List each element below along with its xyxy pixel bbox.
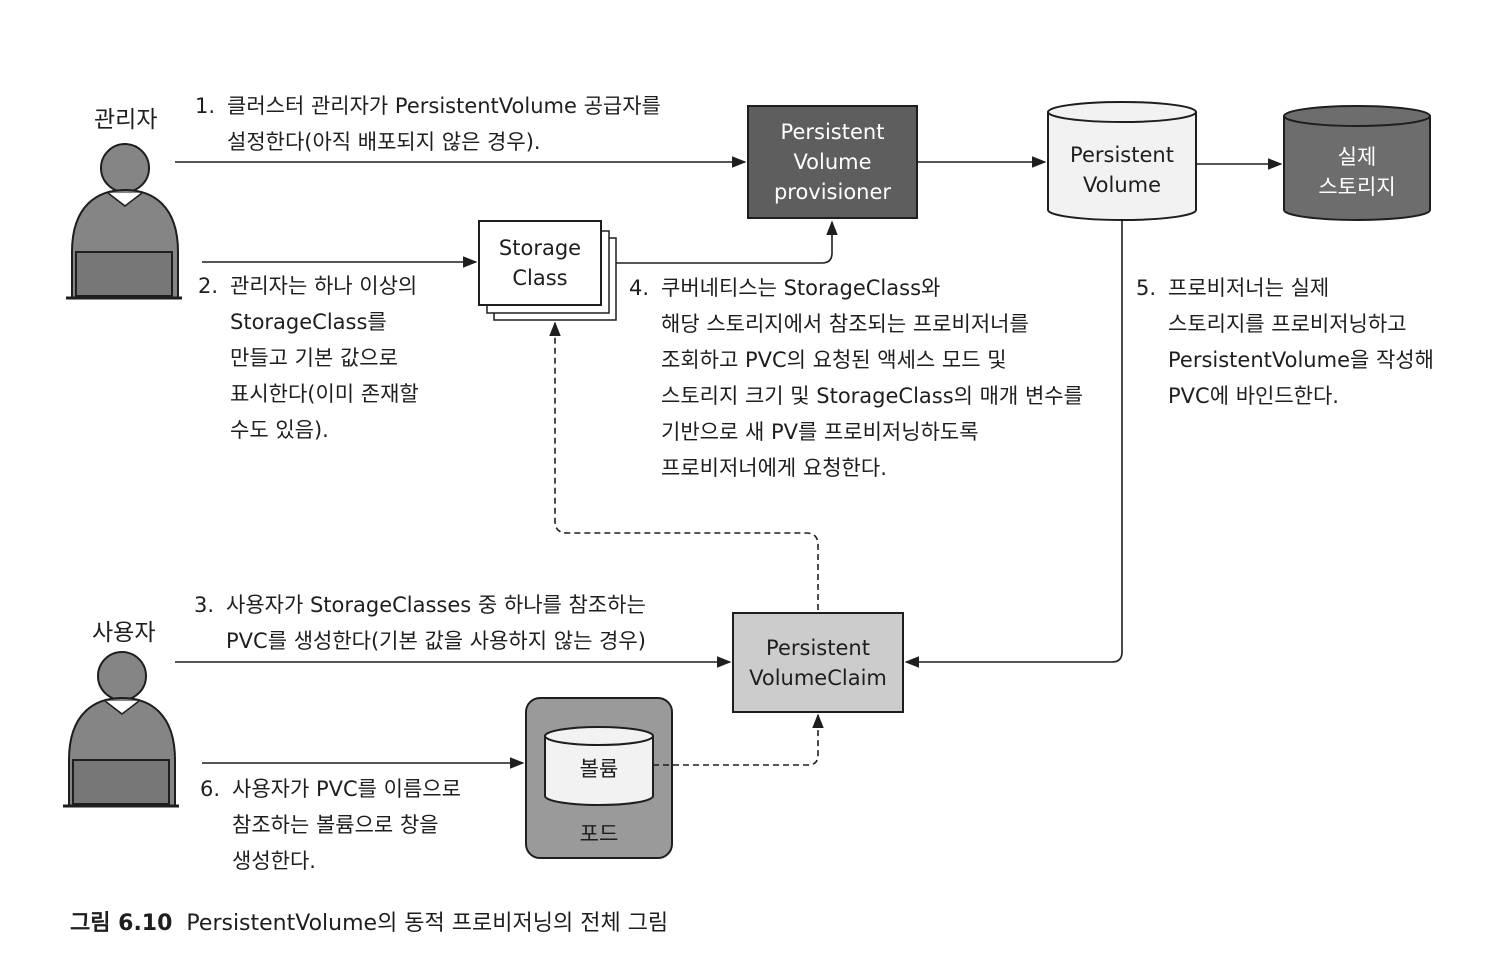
figure-caption: 그림 6.10 PersistentVolume의 동적 프로비저닝의 전체 그림	[70, 905, 668, 937]
storage-class-label: Storage Class	[498, 236, 582, 290]
arrow-pvc-to-storageclass-dashed	[549, 321, 819, 610]
step-5-text: 5.프로비저너는 실제 스토리지를 프로비저닝하고 PersistentVolu…	[1136, 276, 1434, 408]
actual-storage-cylinder-icon	[1283, 105, 1431, 221]
persistent-volume-label: Persistent Volume	[1070, 143, 1174, 197]
admin-laptop-icon	[66, 251, 182, 300]
arrows	[175, 156, 1283, 769]
admin-label: 관리자	[94, 107, 158, 133]
step-1-text: 1.클러스터 관리자가 PersistentVolume 공급자를 설정한다(아…	[195, 94, 661, 154]
user-label: 사용자	[92, 620, 156, 646]
figure-number: 그림 6.10	[70, 911, 173, 936]
storage-class-stack	[478, 220, 617, 321]
step-3-text: 3.사용자가 StorageClasses 중 하나를 참조하는 PVC를 생성…	[194, 593, 646, 653]
step-6-text: 6.사용자가 PVC를 이름으로 참조하는 볼륨으로 창을 생성한다.	[200, 777, 461, 873]
volume-label: 볼륨	[579, 757, 619, 781]
pvc-label: Persistent VolumeClaim	[749, 635, 887, 690]
persistent-volume-cylinder-icon	[1047, 101, 1197, 221]
arrow-volume-to-pvc-dashed	[653, 713, 824, 766]
user-laptop-icon	[63, 759, 179, 808]
pod-label: 포드	[579, 822, 619, 846]
provisioner-box	[747, 105, 918, 219]
step-2-text: 2.관리자는 하나 이상의 StorageClass를 만들고 기본 값으로 표…	[198, 274, 419, 442]
arrow-storageclass-to-provisioner	[616, 220, 838, 264]
pvc-box	[732, 612, 904, 713]
actual-storage-label: 실제 스토리지	[1318, 145, 1396, 199]
figure-title: PersistentVolume의 동적 프로비저닝의 전체 그림	[186, 911, 669, 936]
volume-cylinder-icon	[544, 726, 654, 806]
provisioner-label: Persistent Volume provisioner	[773, 120, 892, 204]
arrow-pv-to-pvc	[904, 220, 1123, 668]
step-4-text: 4.쿠버네티스는 StorageClass와 해당 스토리지에서 참조되는 프로…	[629, 276, 1083, 480]
